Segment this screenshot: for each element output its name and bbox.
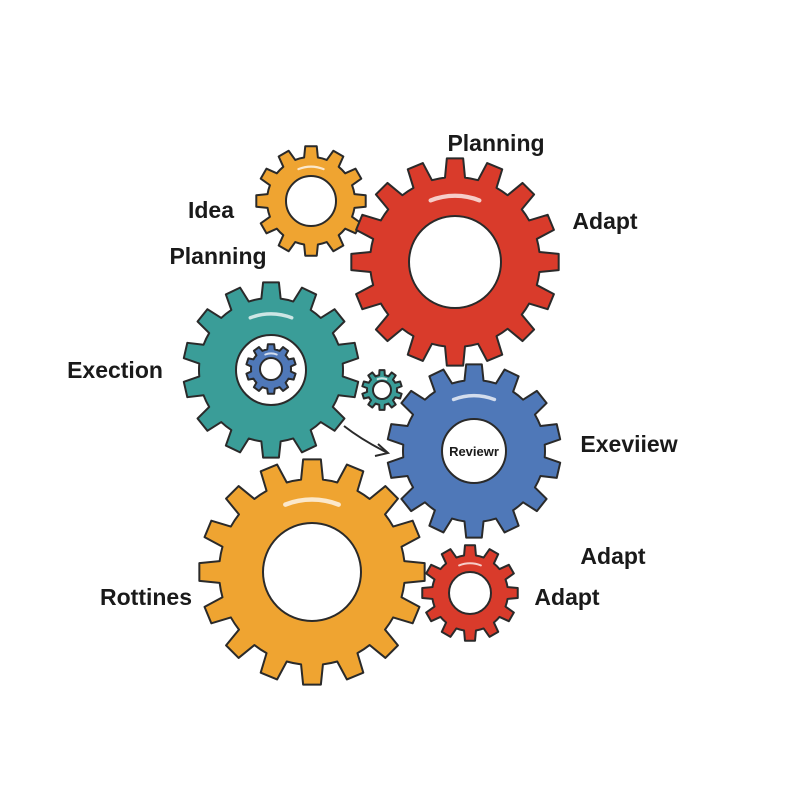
label-idea: Idea — [188, 197, 234, 223]
gear-highlight — [376, 377, 388, 381]
gear-highlight — [297, 165, 325, 171]
gear-hole — [408, 215, 502, 309]
label-exeviiew: Exeviiew — [580, 431, 677, 457]
gear-routines-orange-large — [198, 458, 426, 686]
label-planning-left: Planning — [169, 243, 266, 269]
gear-hole — [448, 571, 492, 615]
gear-hole — [259, 357, 283, 381]
gear-hole — [441, 418, 507, 484]
label-adapt-lower: Adapt — [580, 543, 646, 569]
label-review-center: Reviewr — [449, 444, 499, 459]
gear-planning-red-large — [350, 157, 560, 367]
gear-hole — [372, 380, 392, 400]
gear-hole — [285, 175, 337, 227]
label-rottines: Rottines — [100, 584, 192, 610]
gear-highlight — [428, 193, 482, 203]
gear-highlight — [283, 497, 341, 507]
label-adapt-top: Adapt — [572, 208, 638, 234]
gear-highlight — [248, 312, 294, 320]
flow-arrow — [343, 425, 391, 457]
gear-idea-orange-small — [255, 145, 367, 257]
gear-highlight — [451, 393, 497, 402]
gear-highlight — [458, 562, 482, 567]
gear-highlight — [264, 352, 278, 356]
gear-hole — [262, 522, 362, 622]
gear-adapt-red-small — [421, 544, 519, 642]
gear-connector-teal-tiny — [361, 369, 403, 411]
label-exection: Exection — [67, 357, 163, 383]
label-adapt-bottom: Adapt — [534, 584, 600, 610]
gear-execution-inner-blue — [245, 343, 297, 395]
label-planning-top: Planning — [447, 130, 544, 156]
gear-review-blue — [386, 363, 562, 539]
